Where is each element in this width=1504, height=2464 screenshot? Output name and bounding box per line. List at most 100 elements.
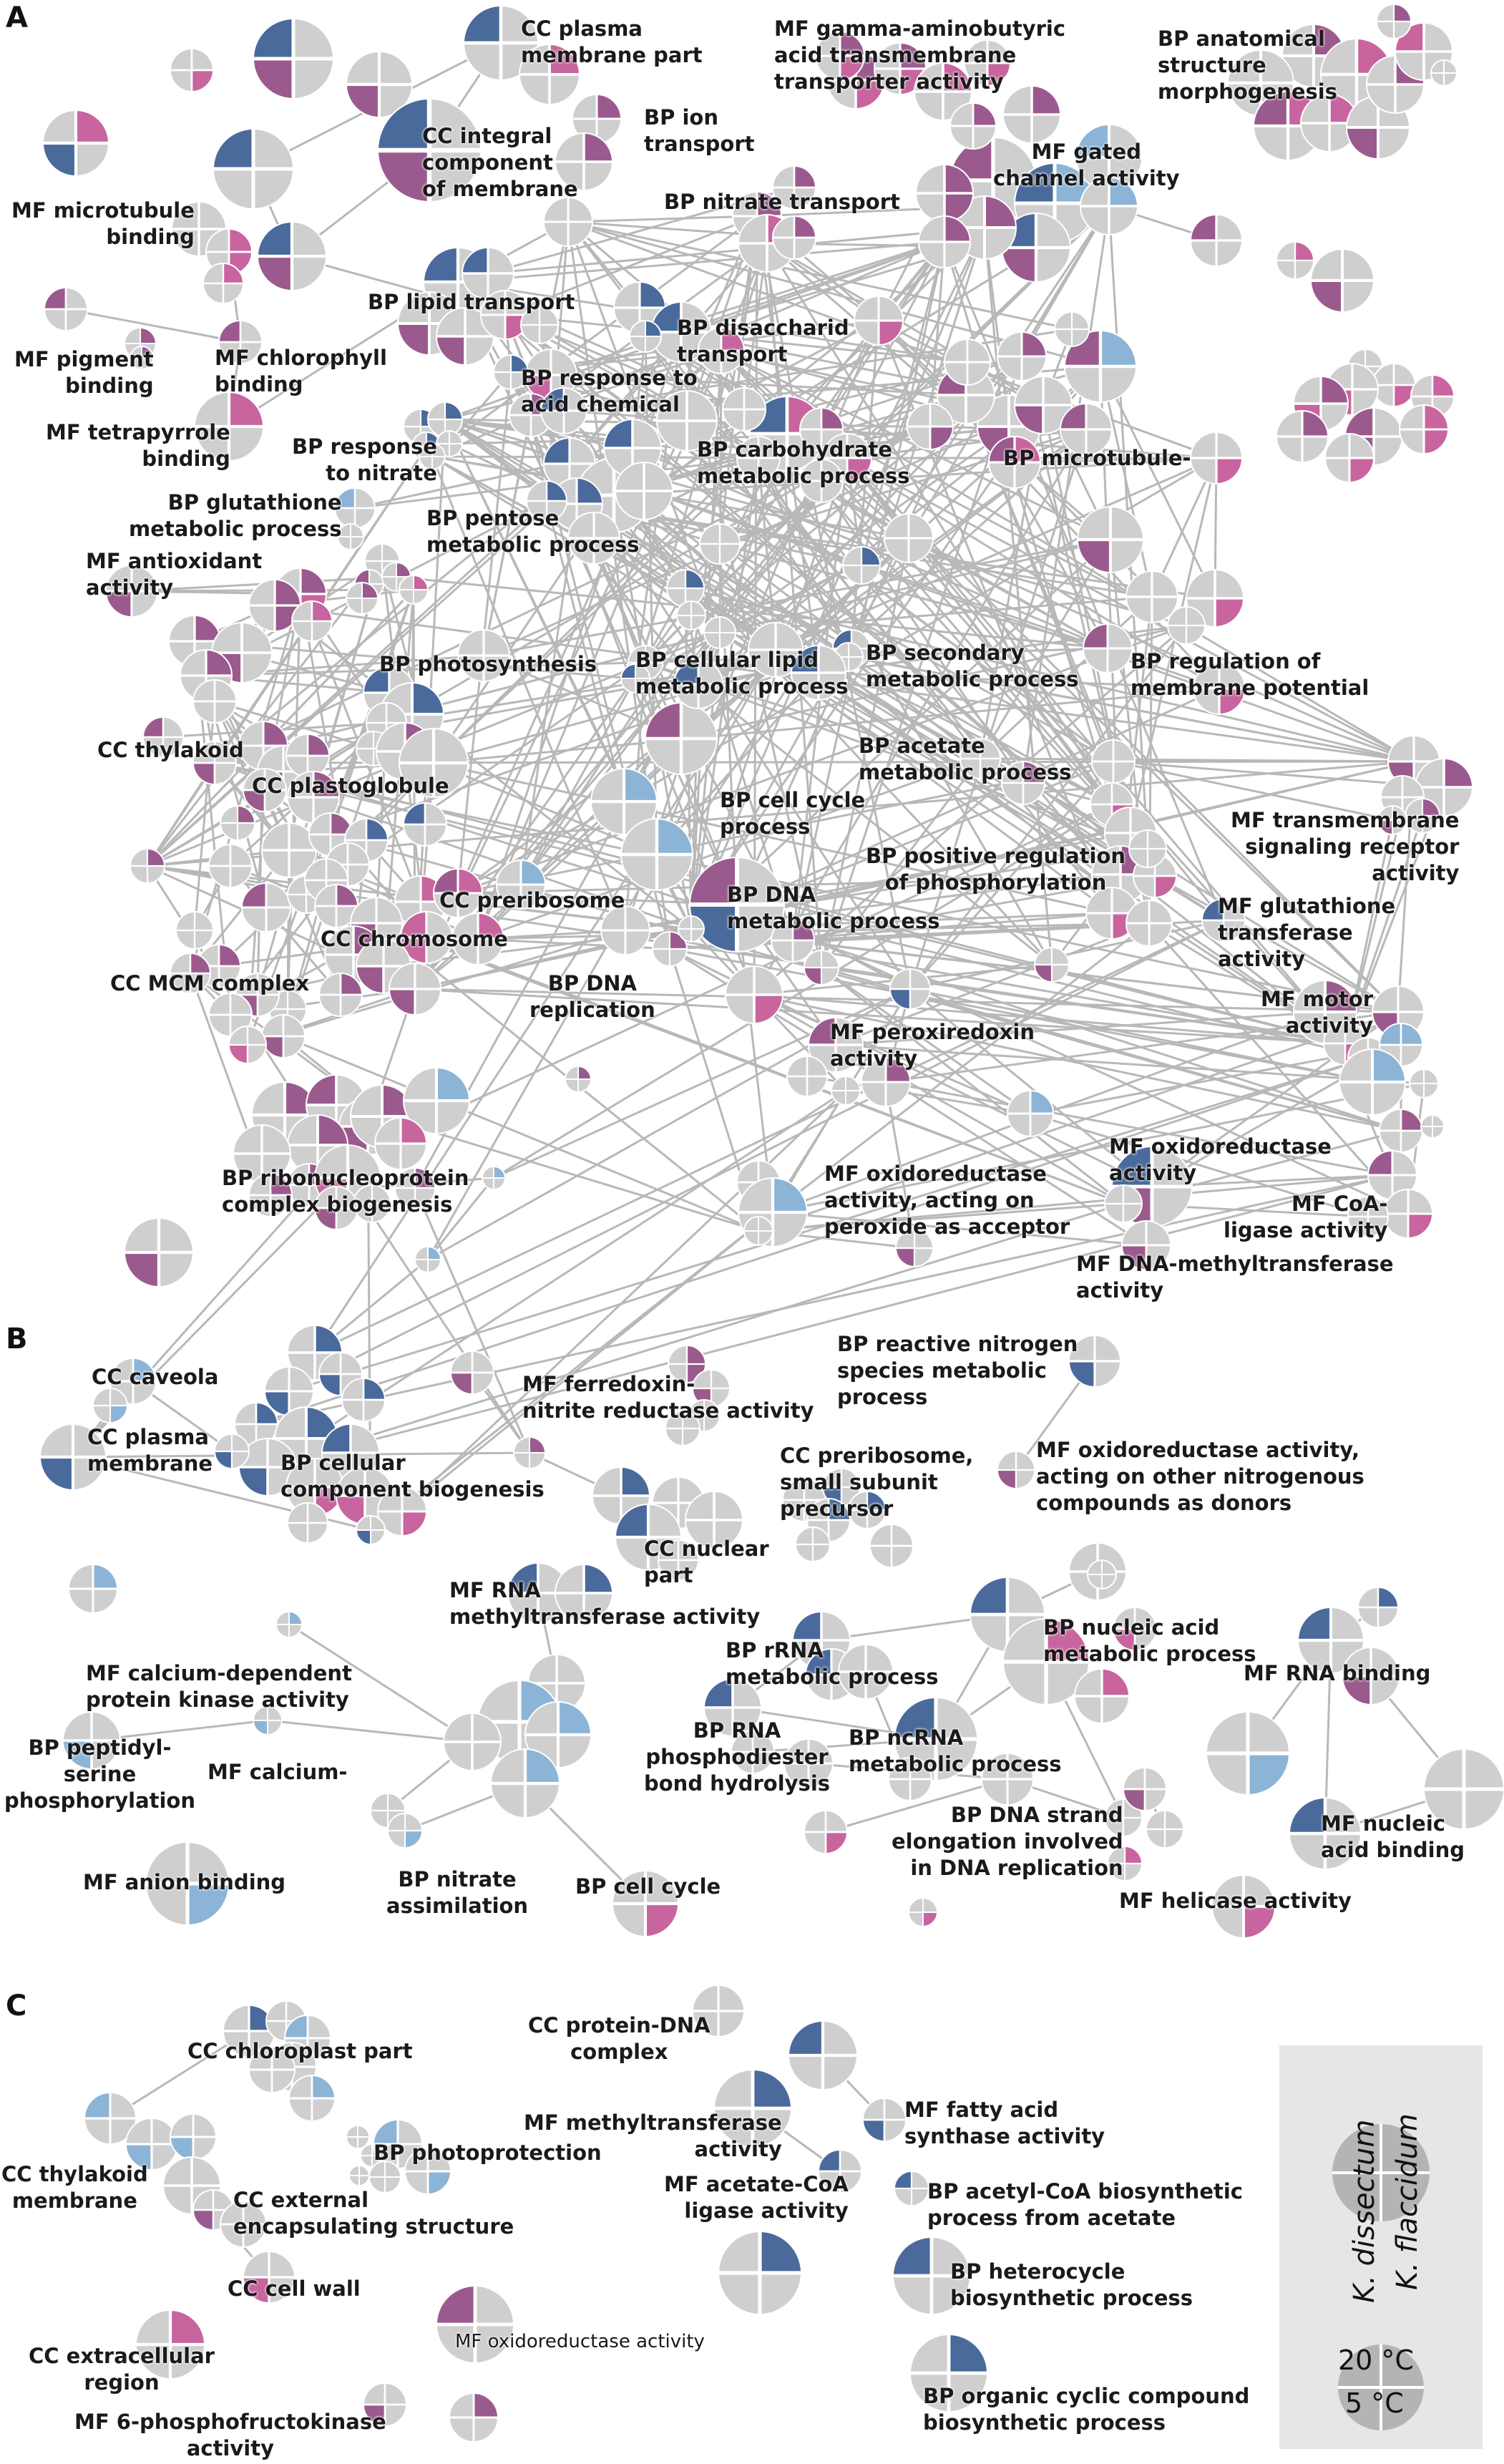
go-term-pie-node: [1064, 330, 1137, 403]
label-cc-protein-dna: CC protein‑DNA complex: [528, 2013, 711, 2064]
go-term-pie-node: [1060, 403, 1113, 456]
go-term-pie-node: [838, 1644, 894, 1700]
go-term-pie-node: [620, 663, 650, 693]
go-term-pie-node: [600, 905, 650, 955]
go-term-pie-node: [363, 2382, 407, 2427]
go-term-pie-node: [414, 1246, 441, 1273]
go-term-pie-node: [288, 2075, 336, 2122]
network-edge: [255, 1056, 1369, 1426]
network-edge: [433, 687, 1220, 764]
go-term-pie-node: [818, 2149, 862, 2193]
label-mf-gaba-transporter: MF gamma‑aminobutyric acid transmembrane…: [774, 16, 1066, 94]
go-term-pie-node: [736, 436, 781, 480]
network-edge: [820, 356, 1023, 968]
go-term-pie-node: [243, 2251, 296, 2304]
network-edge: [414, 988, 1346, 1045]
go-term-pie-node: [1276, 241, 1314, 280]
go-term-pie-node: [346, 51, 413, 118]
go-term-pie-node: [1211, 1874, 1276, 1939]
go-term-pie-node: [1357, 1587, 1399, 1628]
go-term-pie-node: [130, 848, 165, 884]
go-term-pie-node: [1125, 570, 1178, 623]
network-edge: [370, 1211, 773, 1532]
go-term-pie-node: [520, 306, 559, 344]
go-term-pie-node: [1372, 363, 1416, 407]
go-term-pie-node: [451, 912, 504, 965]
go-term-pie-node: [403, 1067, 470, 1134]
network-edge: [194, 640, 699, 686]
network-edge: [884, 1081, 916, 1249]
go-term-pie-node: [907, 403, 954, 450]
network-edge: [1344, 815, 1424, 1044]
network-edge: [193, 701, 216, 931]
network-edge: [414, 1187, 531, 1453]
go-term-pie-node: [228, 1026, 267, 1064]
network-edge: [613, 457, 1217, 497]
network-edge: [719, 542, 1114, 763]
go-term-pie-node: [493, 354, 529, 390]
go-term-pie-node: [629, 320, 662, 353]
go-term-pie-node: [400, 911, 453, 964]
legend-temp-high: 20 °C: [1338, 2344, 1414, 2376]
network-edge: [457, 875, 1156, 895]
go-term-pie-node: [145, 1841, 230, 1926]
network-edge: [288, 919, 1224, 1393]
label-bp-dna-replication: BP DNA replication: [529, 971, 655, 1022]
go-term-pie-node: [831, 1076, 861, 1106]
label-mf-6-phosphofructokinase: MF 6‑phosphofructokinase activity: [74, 2410, 386, 2460]
go-term-pie-node: [1002, 1618, 1090, 1705]
go-term-pie-node: [194, 391, 264, 462]
network-edge: [943, 241, 1225, 921]
go-term-pie-node: [1104, 1184, 1143, 1223]
network-edge: [979, 539, 1112, 759]
network-edge: [645, 335, 1187, 627]
label-mf-glutathione-transferase: MF glutathione transferase activity: [1218, 894, 1396, 971]
network-edge: [719, 538, 1111, 634]
go-term-pie-node: [874, 42, 927, 95]
go-term-pie-node: [192, 679, 237, 724]
network-edge: [821, 966, 1031, 1115]
network-edge: [267, 1719, 473, 1743]
node-layer: [39, 4, 1504, 2443]
network-edge: [719, 542, 1108, 650]
network-edge: [288, 1623, 473, 1743]
label-mf-transmembrane-receptor: MF transmembrane signaling receptor acti…: [1231, 808, 1460, 885]
go-term-pie-node: [287, 1325, 343, 1380]
go-term-pie-node: [590, 768, 658, 835]
label-mf-fatty-acid-synthase: MF fatty acid synthase activity: [904, 2098, 1105, 2148]
go-term-pie-node: [861, 1057, 911, 1107]
go-term-pie-node: [788, 2020, 858, 2090]
network-edge: [908, 537, 1415, 763]
label-bp-photosynthesis: BP photosynthesis: [379, 652, 597, 676]
label-bp-carbohydrate-metabolic: BP carbohydrate metabolic process: [697, 437, 910, 488]
go-term-pie-node: [124, 1217, 194, 1287]
go-term-pie-node: [915, 164, 974, 223]
go-term-pie-node: [348, 2165, 370, 2186]
label-mf-antioxidant: MF antioxidant activity: [86, 549, 263, 600]
go-term-pie-node: [908, 1897, 938, 1927]
label-mf-motor-activity: MF motor activity: [1261, 987, 1373, 1038]
go-term-pie-node: [665, 1411, 700, 1446]
go-term-pie-node: [248, 2046, 296, 2093]
go-term-pie-node: [615, 462, 673, 520]
go-term-pie-node: [218, 320, 263, 364]
go-term-pie-node: [170, 48, 214, 92]
go-term-pie-node: [337, 523, 364, 550]
go-term-pie-node: [1339, 1048, 1406, 1116]
go-term-pie-node: [130, 346, 154, 370]
network-edge: [613, 365, 1101, 497]
label-mf-nucleic-acid-binding: MF nucleic acid binding: [1321, 1811, 1465, 1862]
go-term-pie-node: [220, 805, 255, 841]
network-edge: [1099, 366, 1216, 599]
legend-temp-low: 5 °C: [1345, 2387, 1404, 2419]
network-edge: [634, 243, 768, 679]
go-term-pie-node: [668, 1345, 706, 1383]
go-term-pie-node: [959, 738, 1001, 779]
go-term-pie-node: [808, 1017, 864, 1073]
network-edge: [753, 429, 1088, 995]
network-edge: [736, 903, 1409, 1215]
label-cc-cell-wall: CC cell wall: [228, 2276, 361, 2301]
network-edge: [736, 904, 774, 1213]
label-mf-methyltransferase: MF methyltransferase activity: [524, 2110, 782, 2161]
label-bp-ncrna-metabolic: BP ncRNA metabolic process: [849, 1725, 1062, 1776]
